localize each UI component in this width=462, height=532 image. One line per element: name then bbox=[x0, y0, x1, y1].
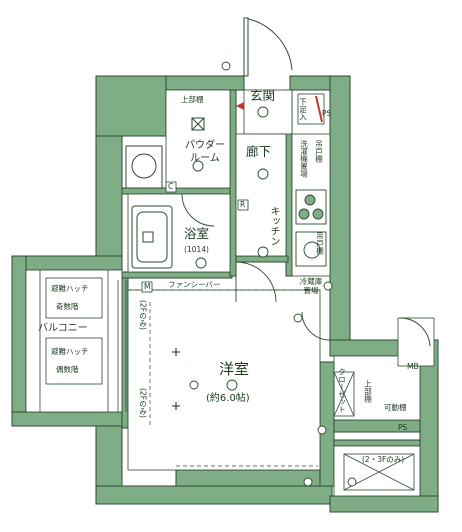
mark-m-label: M bbox=[144, 282, 151, 291]
tsuri-to-2-label: 吊戸棚 bbox=[315, 232, 325, 255]
mark-c-label: C bbox=[168, 182, 174, 191]
entry-door bbox=[243, 17, 293, 77]
balcony-label: バルコニー bbox=[38, 323, 88, 334]
room-floors bbox=[25, 89, 435, 497]
balcony-floor bbox=[25, 269, 123, 413]
shita-geta-label: 下足入 bbox=[298, 98, 308, 121]
ps-top-label: PS bbox=[322, 109, 332, 118]
powder-room-floor bbox=[165, 89, 231, 189]
joubudana-top-label: 上部棚 bbox=[181, 95, 204, 104]
rouka-label: 廊下 bbox=[246, 144, 272, 159]
room-doors bbox=[181, 193, 331, 341]
note-2f-1-label: (2Fのみ) bbox=[138, 300, 148, 330]
youshitsu-size-label: (約6.0帖) bbox=[206, 393, 250, 404]
kitchen-fixtures bbox=[295, 189, 327, 267]
youshitsu-label: 洋室 bbox=[219, 360, 250, 378]
kisuukai-label: 奇数階 bbox=[56, 302, 79, 311]
closet-floor bbox=[333, 355, 421, 421]
hinan-hatch-1-label: 避難ハッチ bbox=[51, 284, 89, 293]
yokushitsu-size-label: (1014) bbox=[184, 245, 209, 254]
guusuukai-label: 偶数階 bbox=[56, 365, 79, 374]
yokushitsu-label: 浴室 bbox=[184, 226, 210, 241]
fancy-bar-label: ファンシーバー bbox=[168, 280, 221, 289]
closet-label: クローゼット bbox=[337, 368, 347, 413]
marker-boxes bbox=[141, 181, 249, 293]
sentakuki-label: 洗濯機置場 bbox=[299, 140, 309, 178]
youshitsu-floor bbox=[127, 289, 321, 471]
powder-room-fixtures bbox=[125, 117, 205, 189]
mb-label: MB bbox=[407, 362, 419, 371]
cross-marks bbox=[172, 348, 180, 410]
mb-floor bbox=[397, 317, 435, 367]
electrical-symbols bbox=[189, 61, 357, 487]
note-2-3f-label: (2・3Fのみ) bbox=[362, 455, 405, 464]
joubudana-right-label: 上部棚 bbox=[363, 380, 373, 403]
hinan-hatch-2-label: 避難ハッチ bbox=[51, 347, 89, 356]
bathtub bbox=[131, 205, 173, 269]
genkan-label: 玄関 bbox=[250, 88, 276, 103]
rouka-floor bbox=[235, 133, 287, 257]
balcony-window bbox=[39, 270, 127, 412]
reizouko-label: 冷蔵庫 置場 bbox=[299, 277, 323, 295]
entry-arrow bbox=[236, 102, 244, 110]
note-2f-2-label: (2Fのみ) bbox=[138, 388, 148, 418]
mark-r-label: R bbox=[240, 200, 246, 209]
ps-right-label: PS bbox=[398, 423, 408, 432]
mb-door bbox=[399, 317, 431, 347]
kadoudana-label: 可動棚 bbox=[384, 403, 407, 412]
kitchen-label: キッチン bbox=[268, 206, 279, 246]
tsuri-to-1-label: 吊戸棚 bbox=[314, 140, 324, 163]
powder-room-label: パウダー ルーム bbox=[185, 140, 225, 164]
